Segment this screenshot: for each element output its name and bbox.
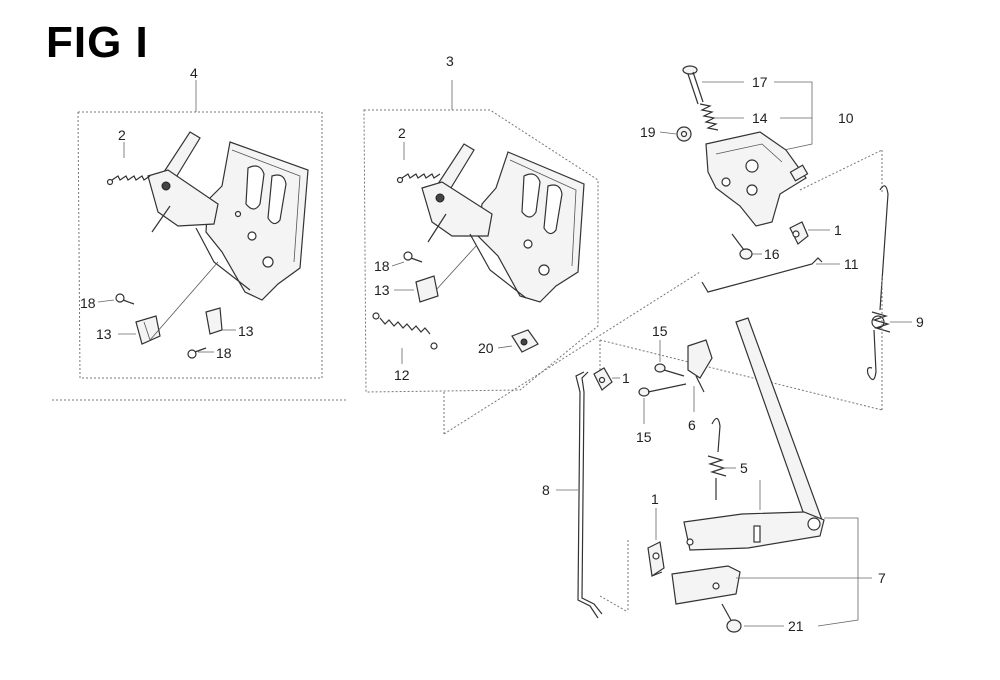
callout-3: 3: [446, 53, 454, 69]
control-arm-7: [671, 317, 825, 605]
callout-5: 5: [740, 460, 748, 476]
figure-title: FIG I: [46, 18, 149, 67]
governor-arm-group: [659, 65, 883, 293]
spring-2-left: [106, 175, 151, 186]
clip-1-top: [789, 221, 809, 245]
bolt-18-left-b: [187, 347, 207, 359]
spring-12: [372, 312, 438, 350]
governor-bracket-10: [705, 131, 807, 227]
callout-13-left-b: 13: [238, 323, 254, 339]
rod-11: [701, 257, 823, 293]
assembly-4-dashed-box: [77, 111, 323, 379]
bolt-18-mid: [403, 251, 423, 263]
bolt-18-left-a: [115, 293, 135, 305]
callout-11: 11: [844, 256, 859, 272]
callout-15-lower: 15: [636, 429, 652, 445]
washer-19: [676, 126, 692, 142]
bolt-15-upper: [654, 363, 685, 377]
callout-12: 12: [394, 367, 410, 383]
plate-slot-4b: [267, 174, 287, 225]
callout-21: 21: [788, 618, 804, 634]
plate-slot-3b: [543, 184, 563, 235]
spring-5: [707, 417, 727, 500]
assembly-4-group: [52, 80, 348, 401]
rod-8: [575, 371, 603, 619]
callout-labels: 4 2 18 13 13 18 3 2 18 13 12 20 17 14 10…: [80, 53, 924, 634]
bolt-17: [682, 65, 704, 105]
plate-slot-3a: [521, 173, 541, 218]
callout-10: 10: [838, 110, 854, 126]
clip-13-left-a: [135, 315, 161, 345]
callout-14: 14: [752, 110, 768, 126]
callout-6: 6: [688, 417, 696, 433]
clip-13-mid: [415, 275, 439, 303]
callout-1-mid: 1: [622, 370, 630, 386]
callout-1-low: 1: [651, 491, 659, 507]
spring-14: [699, 103, 719, 131]
lower-assembly-group: [556, 317, 883, 633]
bolt-16: [731, 233, 753, 260]
plate-slot-4a: [245, 165, 265, 210]
clip-13-left-b: [205, 307, 223, 335]
assembly-3-dashed-box: [363, 109, 599, 393]
clip-1-mid: [593, 367, 613, 391]
callout-8: 8: [542, 482, 550, 498]
callout-17: 17: [752, 74, 768, 90]
callout-9: 9: [916, 314, 924, 330]
callout-7: 7: [878, 570, 886, 586]
callout-18-left-b: 18: [216, 345, 232, 361]
callout-1-top: 1: [834, 222, 842, 238]
assembly-3-group: [363, 80, 701, 435]
clip-1-low: [647, 541, 665, 578]
bolt-21: [721, 603, 742, 633]
callout-19: 19: [640, 124, 656, 140]
governor-spring-9: [866, 185, 912, 410]
callout-15-upper: 15: [652, 323, 668, 339]
bolt-15-lower: [638, 383, 687, 397]
callout-20: 20: [478, 340, 494, 356]
choke-lever-6: [687, 339, 713, 393]
callout-13-mid: 13: [374, 282, 390, 298]
nut-20: [511, 329, 539, 353]
spring-2-mid: [396, 173, 441, 184]
callout-4: 4: [190, 65, 198, 81]
callout-18-mid: 18: [374, 258, 390, 274]
callout-2-mid: 2: [398, 125, 406, 141]
callout-18-left-a: 18: [80, 295, 96, 311]
callout-2-left: 2: [118, 127, 126, 143]
callout-16: 16: [764, 246, 780, 262]
callout-13-left-a: 13: [96, 326, 112, 342]
